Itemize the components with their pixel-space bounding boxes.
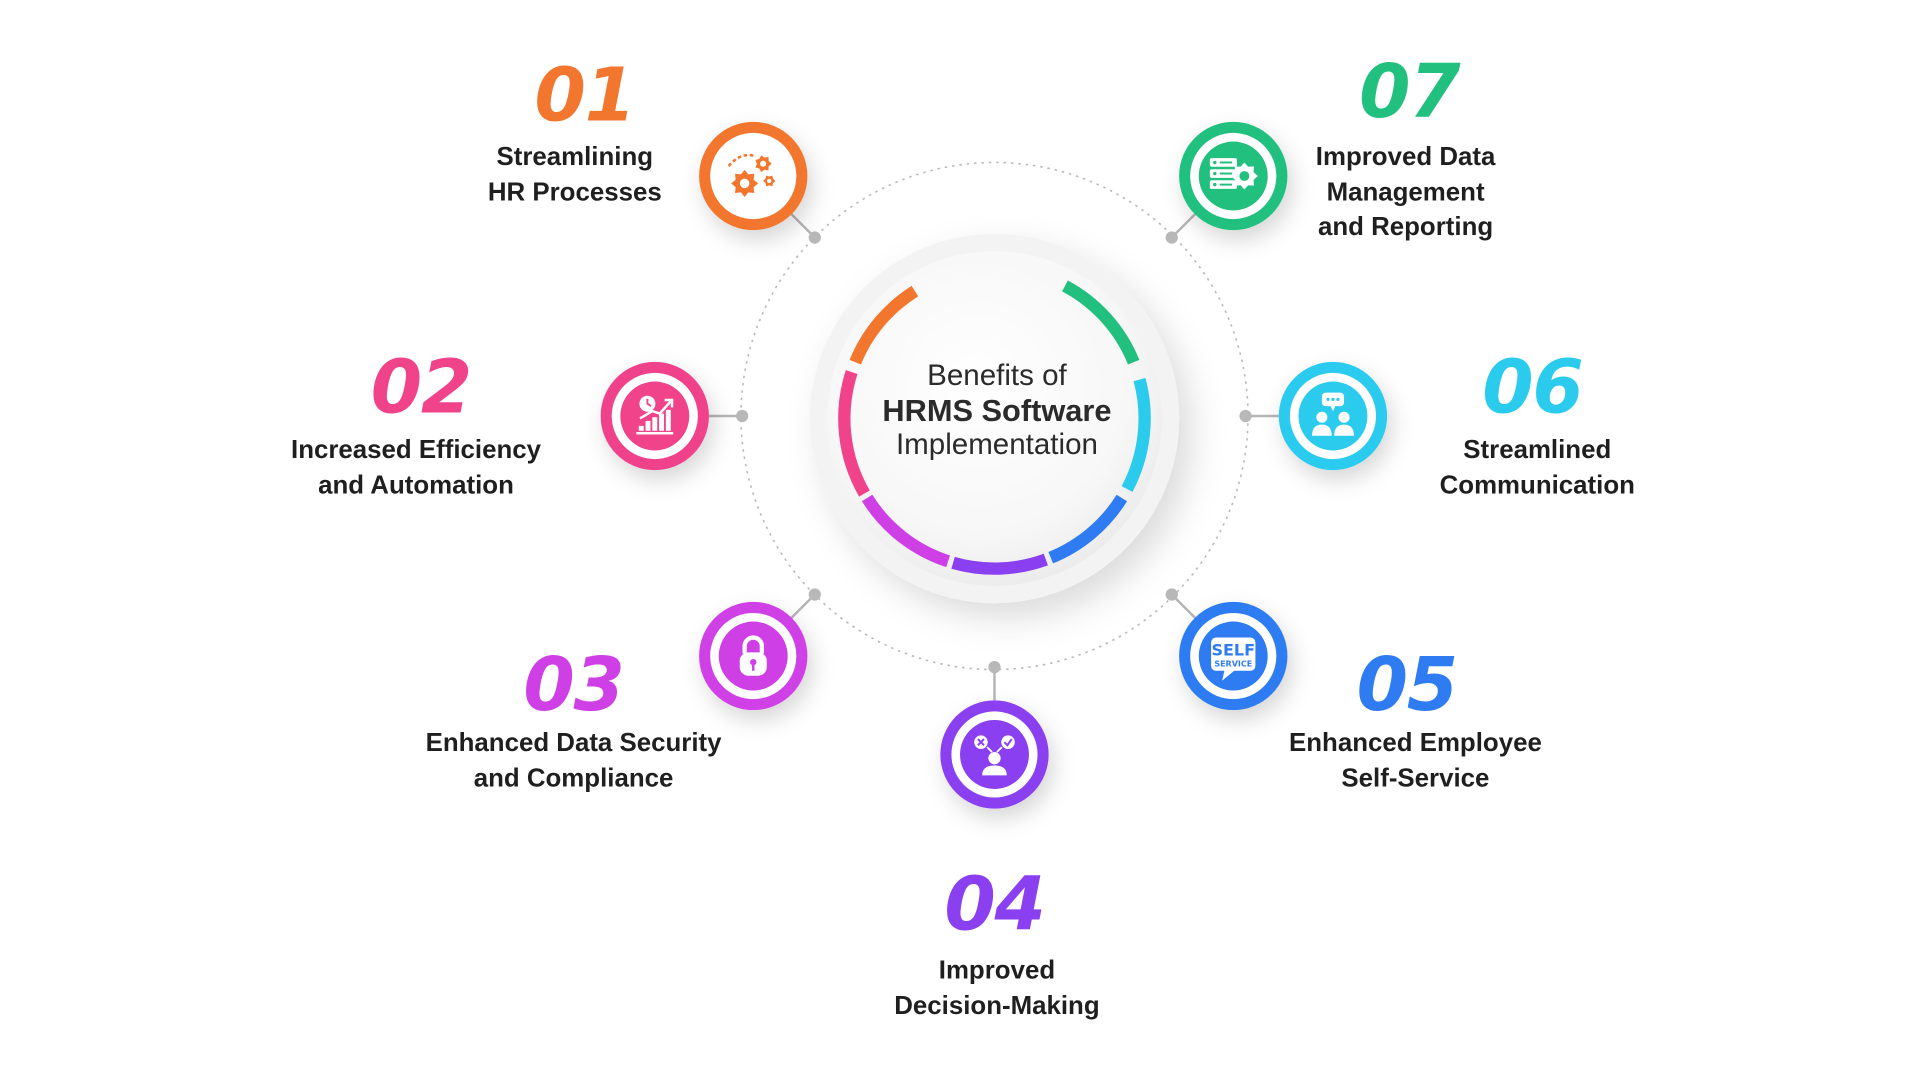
connector-node-06 <box>1239 409 1252 423</box>
item-label-05: Enhanced Employee Self-Service <box>1289 728 1542 793</box>
item-label-03: Enhanced Data Security and Compliance <box>425 728 722 793</box>
server-gear-icon <box>1198 141 1268 211</box>
center-title-line1: Benefits of <box>927 359 1067 393</box>
item-number-02: 02 <box>370 344 473 431</box>
item-number-06: 06 <box>1482 344 1584 431</box>
item-label-01: Streamlining HR Processes <box>487 142 662 207</box>
item-label-04: Improved Decision-Making <box>894 956 1100 1020</box>
center-arc-06 <box>1121 378 1151 492</box>
badge-01 <box>699 121 808 231</box>
center-disc <box>809 233 1180 604</box>
center-disc-face <box>827 251 1162 586</box>
item-label-06: Streamlined Communication <box>1439 435 1635 500</box>
center-arc-05 <box>1048 494 1128 564</box>
item-number-04: 04 <box>944 861 1046 948</box>
badge-07 <box>1179 121 1288 231</box>
connectors <box>708 213 1279 701</box>
center-arc-07 <box>1062 280 1140 365</box>
center-arc-04 <box>951 553 1048 575</box>
connector-node-01 <box>808 231 821 244</box>
growth-chart-icon <box>620 381 690 451</box>
item-label-07: Improved Data Management and Reporting <box>1315 142 1496 242</box>
badge-06 <box>1278 361 1388 471</box>
connector-node-05 <box>1165 588 1178 601</box>
item-number-05: 05 <box>1356 642 1459 729</box>
self-service-icon-text-line1: SELF <box>1211 640 1255 659</box>
connector-node-07 <box>1165 231 1178 244</box>
team-chat-icon <box>1298 381 1368 451</box>
center-progress-arcs <box>838 280 1151 575</box>
badge-03 <box>699 601 808 711</box>
connector-node-03 <box>808 588 821 601</box>
center-title: Benefits of HRMS Software Implementation <box>837 359 1157 462</box>
item-number-01: 01 <box>534 52 636 140</box>
decision-person-icon <box>960 720 1029 789</box>
center-title-line2: HRMS Software <box>882 393 1112 429</box>
self-service-icon-text-line2: SERVICE <box>1214 659 1252 668</box>
connector-node-02 <box>736 409 749 423</box>
center-title-line3: Implementation <box>895 428 1098 462</box>
gears-icon <box>727 153 776 197</box>
badge-04 <box>940 700 1049 809</box>
lock-icon <box>718 621 788 691</box>
item-number-03: 03 <box>523 642 625 729</box>
item-number-07: 07 <box>1359 49 1461 136</box>
connector-node-04 <box>988 660 1001 674</box>
center-arc-01 <box>849 285 919 365</box>
item-label-02: Increased Efficiency and Automation <box>291 435 541 500</box>
badge-02 <box>600 361 709 471</box>
center-arc-02 <box>838 370 870 497</box>
center-arc-03 <box>861 494 951 568</box>
